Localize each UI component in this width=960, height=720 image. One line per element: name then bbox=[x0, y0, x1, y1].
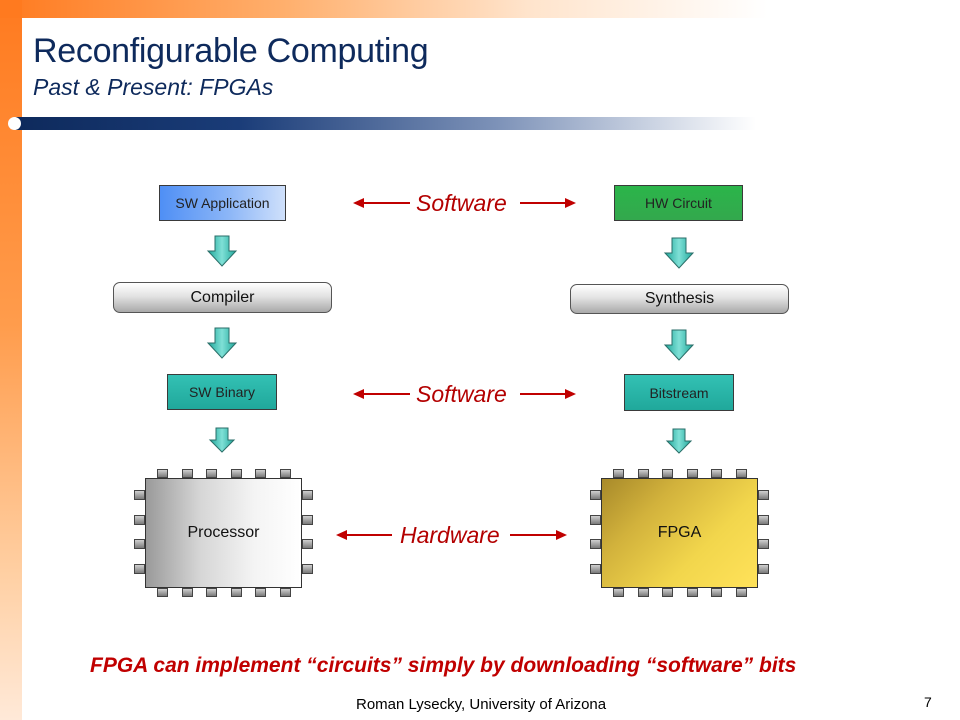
synthesis-box: Synthesis bbox=[570, 284, 789, 314]
chip-pin bbox=[157, 588, 168, 597]
chip-pin bbox=[686, 588, 698, 597]
chip-pin bbox=[711, 588, 722, 597]
conclusion-text: FPGA can implement “circuits” simply by … bbox=[90, 654, 797, 677]
chip-pin bbox=[637, 588, 649, 597]
chip-pin bbox=[302, 490, 313, 500]
slide-subtitle: Past & Present: FPGAs bbox=[33, 74, 274, 100]
chip-pin bbox=[735, 469, 747, 478]
software-link-label-middle: Software bbox=[416, 381, 507, 407]
chip-pin bbox=[613, 588, 624, 597]
chip-pin bbox=[758, 539, 769, 549]
slide-title: Reconfigurable Computing bbox=[33, 32, 429, 70]
chip-pin bbox=[302, 514, 313, 525]
page-number: 7 bbox=[924, 694, 932, 710]
double-arrow-icon bbox=[336, 530, 567, 540]
sw-application-box: SW Application bbox=[159, 185, 286, 221]
chip-pin bbox=[181, 469, 193, 478]
chip-pin bbox=[134, 539, 145, 549]
chip-pin bbox=[134, 563, 145, 574]
chip-pin bbox=[590, 563, 601, 574]
bitstream-box: Bitstream bbox=[624, 374, 734, 411]
chip-pin bbox=[662, 469, 673, 478]
chip-pin bbox=[134, 514, 145, 525]
double-arrow-icon bbox=[353, 198, 576, 208]
chip-pin bbox=[686, 469, 698, 478]
chip-pin bbox=[758, 563, 769, 574]
down-arrow-icon bbox=[663, 329, 695, 361]
slide-top-band bbox=[0, 0, 960, 18]
chip-pin bbox=[255, 588, 266, 597]
software-link-label-top: Software bbox=[416, 190, 507, 216]
down-arrow-icon bbox=[663, 237, 695, 269]
chip-pin bbox=[758, 490, 769, 500]
slide-side-band bbox=[0, 0, 22, 720]
chip-pin bbox=[279, 469, 291, 478]
chip-pin bbox=[181, 588, 193, 597]
footer-author: Roman Lysecky, University of Arizona bbox=[356, 696, 607, 713]
fpga-label: FPGA bbox=[601, 478, 758, 588]
down-arrow-icon bbox=[206, 327, 238, 359]
chip-pin bbox=[134, 490, 145, 500]
chip-pin bbox=[662, 588, 673, 597]
chip-pin bbox=[255, 469, 266, 478]
down-arrow-icon bbox=[208, 427, 236, 453]
chip-pin bbox=[230, 469, 242, 478]
chip-pin bbox=[302, 539, 313, 549]
chip-pin bbox=[279, 588, 291, 597]
chip-pin bbox=[590, 490, 601, 500]
chip-pin bbox=[157, 469, 168, 478]
down-arrow-icon bbox=[206, 235, 238, 267]
chip-pin bbox=[637, 469, 649, 478]
chip-pin bbox=[590, 514, 601, 525]
sw-binary-box: SW Binary bbox=[167, 374, 277, 410]
chip-pin bbox=[758, 514, 769, 525]
slide-corner bbox=[0, 0, 22, 18]
double-arrow-icon bbox=[353, 389, 576, 399]
chip-pin bbox=[590, 539, 601, 549]
chip-pin bbox=[735, 588, 747, 597]
hw-circuit-box: HW Circuit bbox=[614, 185, 743, 221]
title-underline bbox=[16, 117, 756, 130]
chip-pin bbox=[206, 469, 217, 478]
chip-pin bbox=[206, 588, 217, 597]
processor-label: Processor bbox=[145, 478, 302, 588]
chip-pin bbox=[302, 563, 313, 574]
title-underline-dot bbox=[8, 117, 21, 130]
compiler-box: Compiler bbox=[113, 282, 332, 313]
down-arrow-icon bbox=[665, 428, 693, 454]
chip-pin bbox=[711, 469, 722, 478]
chip-pin bbox=[613, 469, 624, 478]
hardware-link-label: Hardware bbox=[400, 522, 500, 548]
chip-pin bbox=[230, 588, 242, 597]
